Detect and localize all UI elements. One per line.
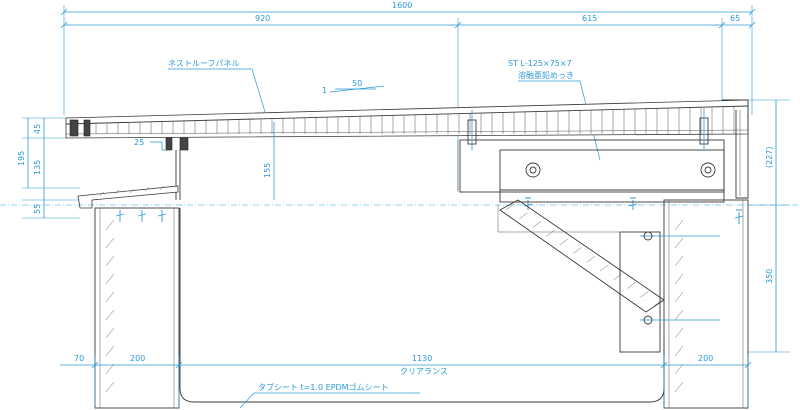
dim-h350: 350 [765, 269, 774, 284]
wall-hatch-line [105, 255, 115, 267]
wall-hatch-line [674, 327, 684, 339]
bottom-dimension-chain: 70 200 1130 クリアランス 200 [60, 354, 752, 408]
steel-angle [457, 139, 725, 203]
wall-hatch-line [674, 255, 684, 267]
dim-total-text: 1600 [392, 1, 412, 10]
dim-mid-text: 615 [582, 14, 597, 23]
right-wall [663, 199, 749, 409]
wall-hatch-line [105, 345, 115, 357]
wall-hatch-line [105, 381, 115, 393]
dim-h155: 155 [263, 163, 272, 178]
slope-rise-text: 1 [322, 86, 327, 95]
brace-hatch-line [519, 212, 528, 219]
dimension-sub-chain: 920 615 65 [60, 14, 756, 190]
slope-run-text: 50 [352, 79, 362, 88]
dim-b200-left: 200 [130, 354, 145, 363]
sheet-callout: タブシート t=1.0 EPDMゴムシート [239, 382, 420, 409]
clearance-label: クリアランス [400, 367, 448, 376]
brace-hatch-line [586, 256, 595, 263]
dimension-total: 1600 [60, 1, 756, 115]
brace-hatch-line [573, 247, 582, 254]
bolts [467, 108, 716, 178]
dim-h25: 25 [134, 138, 144, 147]
dim-h227: (227) [765, 146, 774, 168]
brace-hatch-line [559, 238, 568, 246]
wall-hatch-line [105, 327, 115, 339]
wall-hatch-line [674, 273, 684, 285]
wall-hatch-line [105, 219, 115, 231]
dim-b1130: 1130 [412, 354, 432, 363]
wall-hatch-line [674, 291, 684, 303]
dim-left-text: 920 [255, 14, 270, 23]
roof-panel [65, 99, 749, 139]
brace-hatch-line [532, 221, 542, 228]
brace-hatch-line [600, 264, 609, 272]
wall-hatch-line [105, 237, 115, 249]
wall-hatch [105, 219, 684, 393]
right-vertical-dims: (227) 350 [748, 99, 790, 353]
membrane [179, 208, 665, 403]
wall-hatch-line [105, 273, 115, 285]
dim-h135: 135 [33, 160, 42, 175]
wall-hatch-line [105, 363, 115, 375]
steel-spec-label: ST L-125×75×7 [508, 59, 572, 68]
left-wall [94, 207, 180, 409]
wall-hatch-line [674, 345, 684, 357]
dim-h195: 195 [17, 151, 26, 166]
dim-b200-right: 200 [698, 354, 713, 363]
wall-hatch-line [674, 363, 684, 375]
dim-h45: 45 [33, 124, 42, 134]
wall-hatch-line [105, 309, 115, 321]
brace-hatch-line [546, 229, 555, 237]
right-cap [722, 99, 749, 199]
brace-hatch-line [640, 291, 649, 298]
panel-callout: ネストルーフパネル [168, 59, 266, 113]
brace-hatch-line [653, 299, 663, 307]
steel-finish-label: 溶融亜鉛めっき [518, 70, 574, 80]
brace-hatch-line [626, 282, 636, 289]
slope-indicator: 50 1 [322, 79, 385, 95]
brace-hatch-line [505, 203, 515, 211]
dim-b70: 70 [74, 354, 84, 363]
dim-right-text: 65 [730, 14, 740, 23]
left-gutter [77, 185, 179, 209]
panel-label: ネストルーフパネル [168, 59, 240, 68]
dim-155-group: 155 [263, 122, 275, 200]
sheet-label: タブシート t=1.0 EPDMゴムシート [258, 382, 389, 392]
wall-hatch-line [674, 381, 684, 393]
wall-hatch-line [674, 219, 684, 231]
left-vertical-dims: 45 135 195 55 [17, 117, 80, 219]
dim-h55: 55 [33, 204, 42, 214]
diagonal-brace [497, 199, 720, 353]
wall-hatch-line [105, 291, 115, 303]
wall-hatch-line [674, 309, 684, 321]
wall-hatch-line [674, 237, 684, 249]
